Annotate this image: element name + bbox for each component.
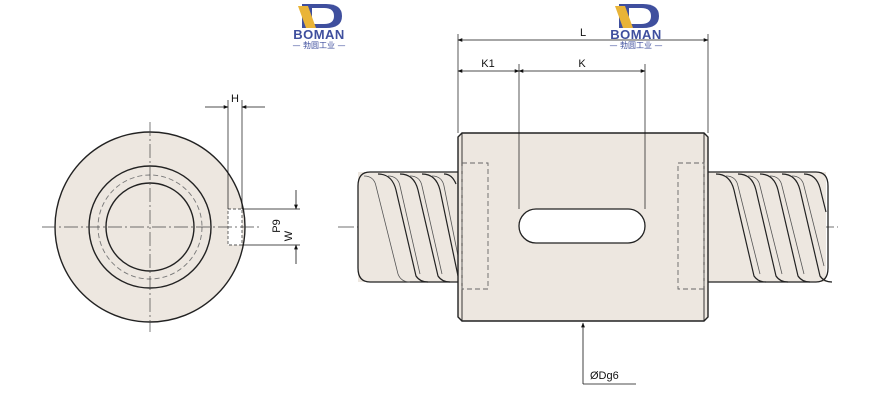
logo-right: BOMAN — 勃圆工业 — [601,28,671,51]
hidden-recess-right [677,162,705,290]
dim-label-h: H [231,93,239,105]
screw-shaft-right [708,171,833,283]
logo-wordmark: BOMAN [293,27,345,42]
dim-label-k1: K1 [481,58,494,70]
logo-subtitle: — 勃圆工业 — [292,41,346,50]
keyway-slot-side [518,208,646,244]
logo-left: BOMAN — 勃圆工业 — [284,28,354,51]
dim-label-w: W [283,230,295,241]
hidden-recess-left [461,162,489,290]
dim-label-p9: P9 [271,219,283,232]
logo-mark-right [615,4,659,28]
side-view: L K1 K ØDg6 [338,27,838,385]
logo-wordmark: BOMAN [610,27,662,42]
screw-shaft-left [357,171,459,283]
end-view: H P9 W [42,93,300,332]
logo-mark-left [298,4,342,28]
dim-label-dg6: ØDg6 [590,370,619,382]
logo-subtitle: — 勃圆工业 — [609,41,663,50]
dim-label-k: K [578,58,586,70]
dim-label-l: L [580,27,586,39]
